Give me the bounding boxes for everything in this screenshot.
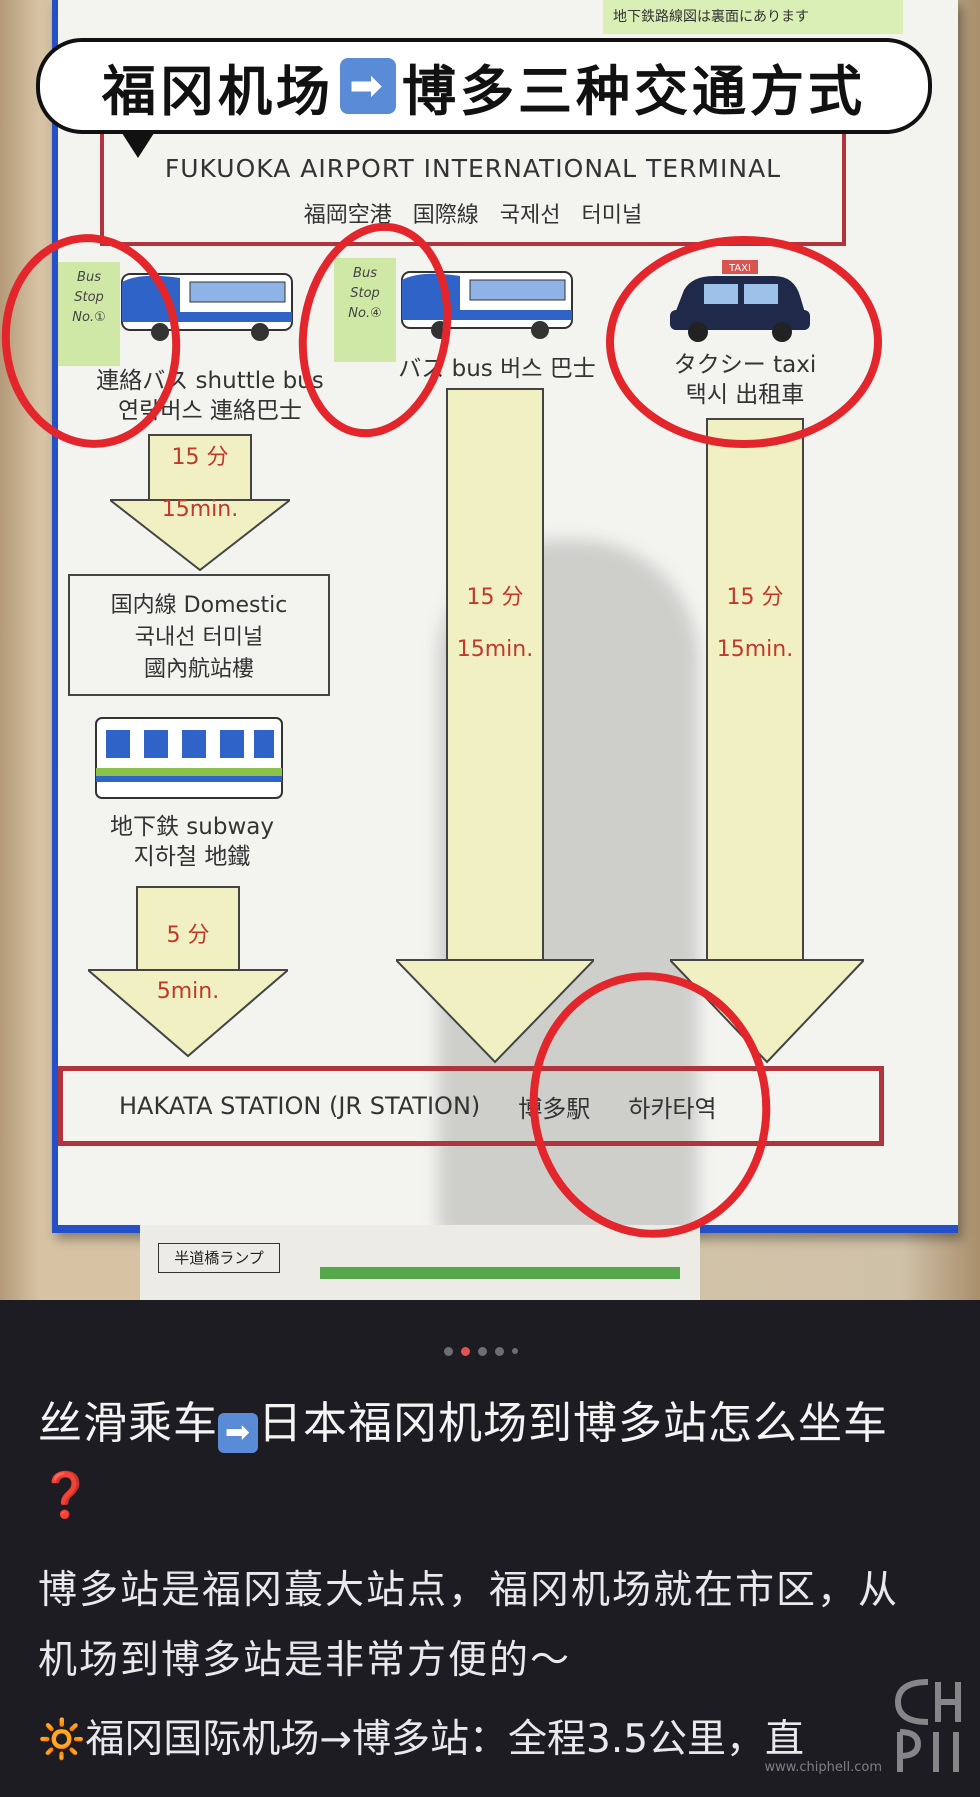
underlying-map-paper: 半道橋ランプ xyxy=(140,1225,700,1300)
hakata-kr: 하카타역 xyxy=(628,1094,717,1123)
carousel-dot-active[interactable] xyxy=(461,1346,470,1356)
subway-time-jp: 5 分 xyxy=(166,923,210,948)
note-line: Stop xyxy=(74,290,104,305)
subway-arrow-shaft xyxy=(136,886,240,970)
hakata-jp: 博多駅 xyxy=(518,1094,591,1123)
bus-time-jp: 15 分 xyxy=(466,585,524,610)
note-line: Bus xyxy=(77,270,101,285)
right-arrow-icon: ➡ xyxy=(340,58,396,114)
right-arrow-icon: ➡ xyxy=(218,1413,258,1453)
domestic-line: 國內航站樓 xyxy=(143,657,254,682)
label-line: 地下鉄 subway xyxy=(110,814,274,840)
note-line: No.④ xyxy=(348,306,382,321)
hakata-station-box: HAKATA STATION (JR STATION) 博多駅 하카타역 xyxy=(58,1066,884,1146)
hakata-en: HAKATA STATION (JR STATION) xyxy=(119,1092,481,1120)
bullet-line: 🔆福冈国际机场→博多站：全程3.5公里，直 xyxy=(38,1704,968,1775)
domestic-terminal-box: 国内線 Domestic 국내선 터미널 國內航站樓 xyxy=(68,574,330,696)
carousel-indicator[interactable] xyxy=(444,1346,518,1356)
subway-time-en: 5min. xyxy=(156,979,220,1004)
carousel-dot[interactable] xyxy=(495,1346,504,1356)
post-photo[interactable]: 地下鉄路線図は裏面にあります 半道橋ランプ 福冈机场 ➡ 博多三种交通方式 FU… xyxy=(0,0,980,1300)
carousel-dot[interactable] xyxy=(444,1346,453,1356)
taxi-arrow-shaft xyxy=(706,418,804,960)
title-left: 福冈机场 xyxy=(102,59,334,123)
shuttle-time-jp: 15 分 xyxy=(171,445,229,470)
post-headline: 丝滑乘车➡日本福冈机场到博多站怎么坐车 ❓ xyxy=(38,1388,938,1532)
note-line: Stop xyxy=(350,286,380,301)
sticky-note-top: 地下鉄路線図は裏面にあります xyxy=(603,0,903,34)
shuttle-time-en: 15min. xyxy=(161,497,239,522)
domestic-line: 国内線 Domestic xyxy=(110,593,288,618)
taxi-time-en: 15min. xyxy=(716,637,794,662)
taxi-time-jp: 15 分 xyxy=(726,585,784,610)
red-circle-taxi xyxy=(606,236,882,448)
watermark-url: www.chiphell.com xyxy=(764,1760,882,1775)
label-line: 지하철 地鐵 xyxy=(133,844,251,870)
carousel-dot[interactable] xyxy=(512,1348,518,1354)
bus-time-en: 15min. xyxy=(456,637,534,662)
title-right: 博多三种交通方式 xyxy=(402,59,866,123)
paper-label: 半道橋ランプ xyxy=(158,1243,280,1273)
subway-train-icon xyxy=(95,717,283,799)
title-bubble: 福冈机场 ➡ 博多三种交通方式 xyxy=(36,38,932,158)
post-caption: 丝滑乘车➡日本福冈机场到博多站怎么坐车 ❓ 博多站是福冈蕞大站点，福冈机场就在市区… xyxy=(0,1300,980,1797)
headline-text: 日本福冈机场到博多站怎么坐车 xyxy=(258,1398,888,1449)
green-line xyxy=(320,1267,680,1279)
bus-arrow-head xyxy=(396,959,594,1064)
sun-icon: 🔆 xyxy=(38,1717,86,1761)
post-body: 博多站是福冈蕞大站点，福冈机场就在市区，从机场到博多站是非常方便的～ xyxy=(38,1568,900,1683)
label-line: 連絡バス shuttle bus xyxy=(96,368,324,394)
shuttle-arrow-head xyxy=(110,499,290,572)
bus-label: バス bus 버스 巴士 xyxy=(398,356,596,382)
carousel-dot[interactable] xyxy=(478,1346,487,1356)
subway-arrow-head xyxy=(88,969,288,1058)
shuttle-arrow-shaft xyxy=(148,434,252,500)
terminal-title-multi: 福岡空港 国際線 국제선 터미널 xyxy=(303,203,643,228)
note-line: No.① xyxy=(72,310,106,325)
question-mark-icon: ❓ xyxy=(38,1470,94,1521)
bus-stop-note-1: Bus Stop No.① xyxy=(58,262,120,366)
bus-arrow-shaft xyxy=(446,388,544,960)
terminal-box: FUKUOKA AIRPORT INTERNATIONAL TERMINAL 福… xyxy=(100,128,846,246)
domestic-line: 국내선 터미널 xyxy=(134,625,264,650)
subway-label: 地下鉄 subway 지하철 地鐵 xyxy=(72,812,312,872)
chiphell-watermark-logo xyxy=(894,1679,961,1772)
shuttle-label: 連絡バス shuttle bus 연락버스 連絡巴士 xyxy=(70,366,350,426)
bus-icon xyxy=(401,271,573,339)
bullet-text: 福冈国际机场→博多站：全程3.5公里，直 xyxy=(85,1717,805,1762)
shuttle-bus-icon xyxy=(121,273,293,341)
headline-text: 丝滑乘车 xyxy=(38,1398,218,1449)
taxi-arrow-head xyxy=(670,959,864,1064)
label-line: 연락버스 連絡巴士 xyxy=(118,398,302,424)
terminal-title-en: FUKUOKA AIRPORT INTERNATIONAL TERMINAL xyxy=(164,154,782,183)
note-line: Bus xyxy=(353,266,377,281)
bus-stop-note-2: Bus Stop No.④ xyxy=(334,258,396,362)
